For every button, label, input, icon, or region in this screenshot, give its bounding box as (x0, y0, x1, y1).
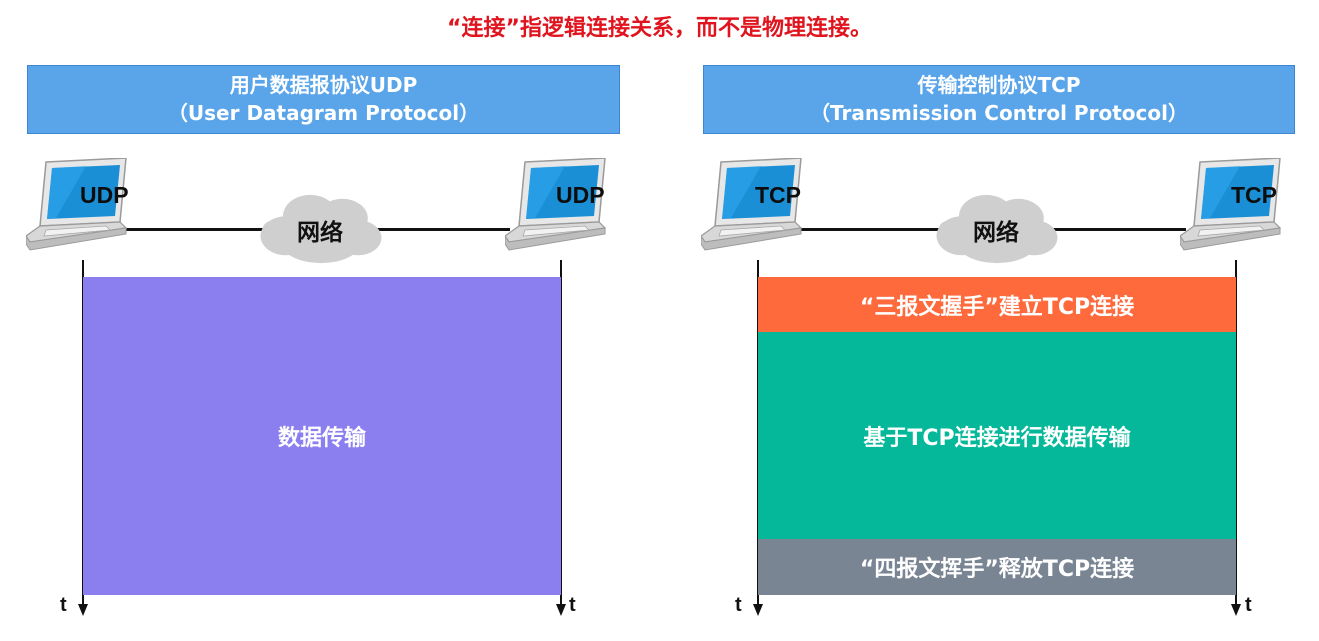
tcp-network-label: 网络 (973, 220, 1019, 246)
udp-subtitle: （User Datagram Protocol） (167, 101, 480, 125)
udp-laptop-left-label: UDP (80, 182, 129, 208)
tcp-transfer-label: 基于TCP连接进行数据传输 (863, 425, 1131, 451)
udp-time-left: t (60, 594, 67, 616)
udp-arrow-left (78, 604, 88, 616)
tcp-time-left: t (735, 594, 742, 616)
connection-note: “连接”指逻辑连接关系，而不是物理连接。 (447, 16, 872, 41)
udp-arrow-right (556, 604, 566, 616)
tcp-handshake-block: “三报文握手”建立TCP连接 (758, 277, 1236, 332)
tcp-arrow-right (1231, 604, 1241, 616)
tcp-release-label: “四报文挥手”释放TCP连接 (859, 557, 1135, 582)
udp-header: 用户数据报协议UDP （User Datagram Protocol） (27, 65, 620, 134)
tcp-time-right: t (1245, 594, 1252, 616)
tcp-handshake-label: “三报文握手”建立TCP连接 (859, 294, 1135, 320)
udp-title: 用户数据报协议UDP (229, 73, 418, 97)
tcp-subtitle: （Transmission Control Protocol） (810, 101, 1188, 125)
tcp-transfer-block: 基于TCP连接进行数据传输 (758, 332, 1236, 539)
tcp-release-block: “四报文挥手”释放TCP连接 (758, 539, 1236, 595)
tcp-timeline-right (1235, 260, 1237, 606)
udp-time-right: t (569, 594, 576, 616)
udp-transfer-block: 数据传输 (83, 277, 561, 595)
tcp-header: 传输控制协议TCP （Transmission Control Protocol… (703, 65, 1295, 134)
tcp-laptop-left-label: TCP (755, 182, 801, 208)
udp-network-label: 网络 (297, 220, 343, 246)
tcp-arrow-left (753, 604, 763, 616)
udp-timeline-right (560, 260, 562, 606)
tcp-laptop-right-label: TCP (1231, 182, 1277, 208)
udp-transfer-label: 数据传输 (277, 426, 366, 451)
tcp-title: 传输控制协议TCP (917, 73, 1081, 97)
udp-laptop-right-label: UDP (556, 182, 605, 208)
